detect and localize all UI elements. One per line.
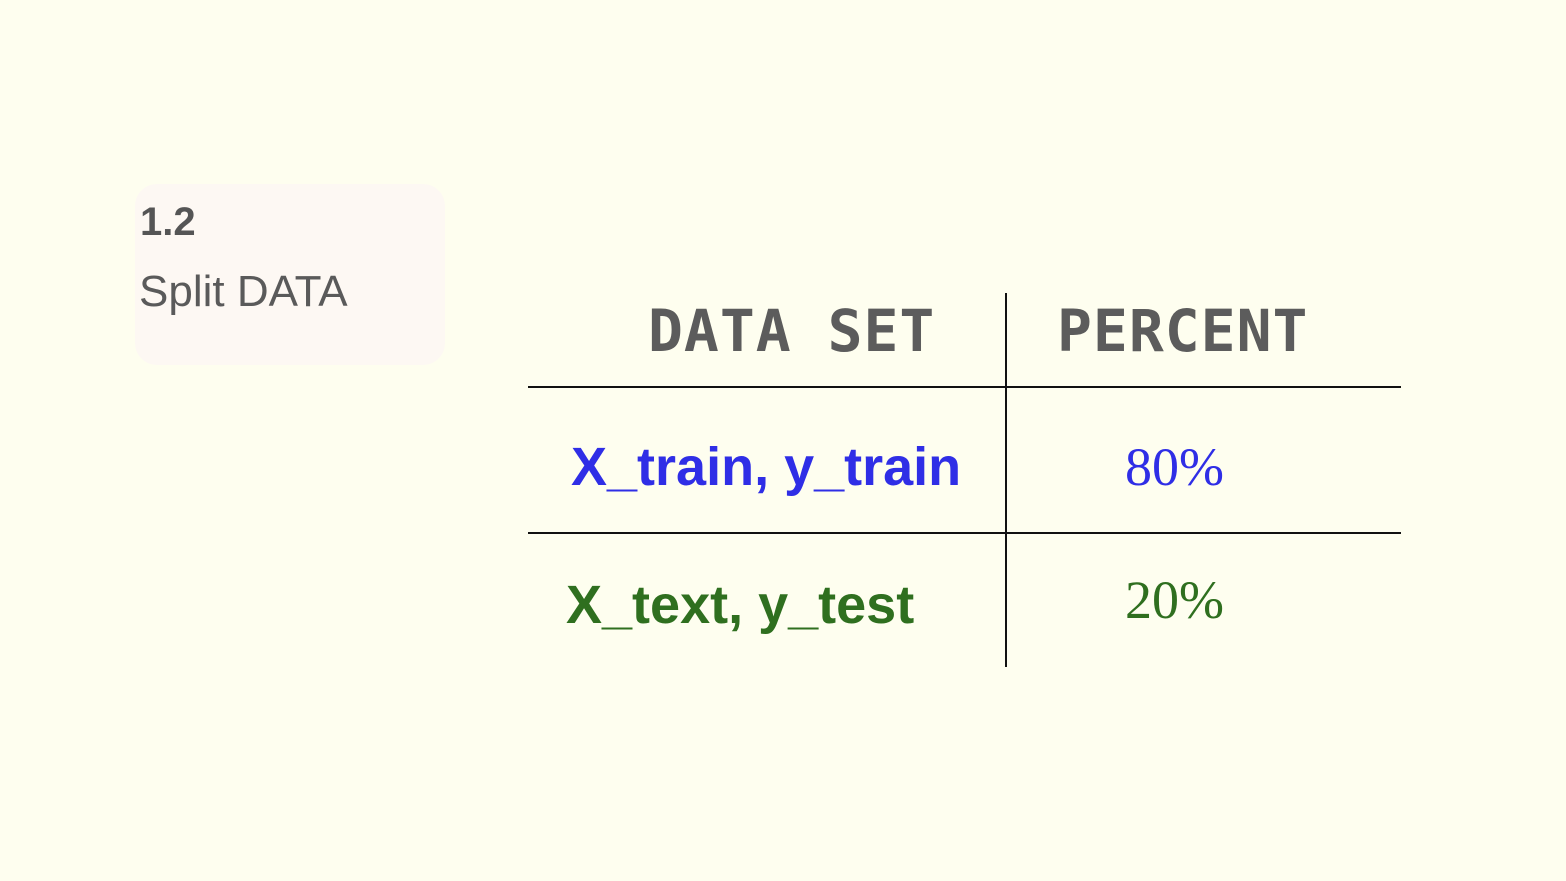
section-number: 1.2: [140, 200, 196, 244]
header-data-set: DATA SET: [648, 297, 936, 365]
section-card: 1.2 Split DATA: [135, 184, 445, 365]
section-title: Split DATA: [139, 267, 348, 316]
table-header-divider: [528, 386, 1401, 388]
table-row-divider: [528, 532, 1401, 534]
train-dataset-label: X_train, y_train: [571, 437, 962, 497]
header-percent: PERCENT: [1057, 297, 1309, 365]
table-column-divider: [1005, 293, 1007, 667]
test-dataset-label: X_text, y_test: [566, 575, 915, 635]
test-percent-value: 20%: [1125, 570, 1224, 630]
train-percent-value: 80%: [1125, 437, 1224, 497]
